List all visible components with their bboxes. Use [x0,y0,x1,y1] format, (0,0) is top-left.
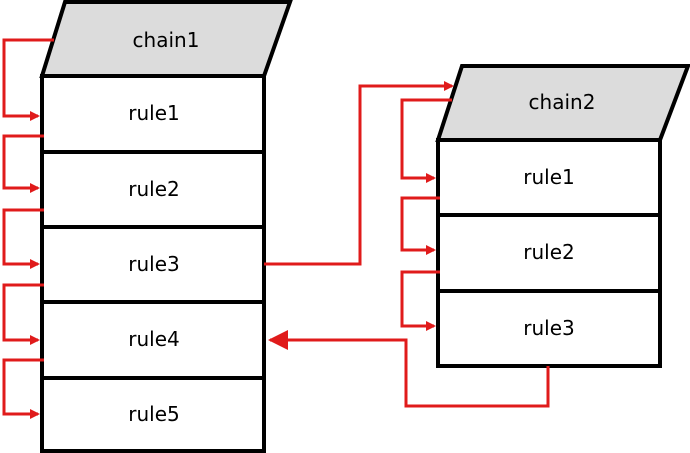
chain1-title: chain1 [133,28,200,52]
chain2-rule2-label: rule2 [523,240,574,264]
arrow-jump-to-chain2 [264,81,454,266]
arrow-chain1-rule2-to-rule3 [2,208,44,269]
arrow-chain2-rule1-to-rule2 [400,196,440,255]
arrow-chain2-to-rule1 [400,98,452,183]
chain1-rule5-label: rule5 [128,402,179,426]
chain1-rule4-box [40,300,266,380]
chain2-rule2-box [436,213,662,293]
chain1-rule5-box [40,376,266,453]
chain2-rule3-label: rule3 [523,316,574,340]
arrow-return-line [300,338,550,408]
arrow-chain1-rule1-to-rule2 [2,134,44,193]
arrow-chain2-rule2-to-rule3 [400,270,440,331]
chain1-rule4-label: rule4 [128,327,179,351]
chain1-rule1-label: rule1 [128,101,179,125]
chain1: chain1 rule1 rule2 rule3 rule4 rule5 [39,0,293,453]
chain2-title: chain2 [529,90,596,114]
chain2-rule1-label: rule1 [523,165,574,189]
chain2-rule1-box [436,138,662,217]
chain2-rule3-box [436,289,662,368]
chain1-rule1-box [40,74,266,154]
arrow-chain1-rule4-to-rule5 [2,358,44,419]
flow-arrows [2,38,550,419]
arrow-chain1-rule3-to-rule4 [2,283,44,345]
chain2: chain2 rule1 rule2 rule3 [435,64,690,368]
chain1-rule3-box [40,225,266,304]
chain1-rule3-label: rule3 [128,252,179,276]
arrow-chain1-to-rule1 [2,38,54,121]
chain1-rule2-label: rule2 [128,177,179,201]
